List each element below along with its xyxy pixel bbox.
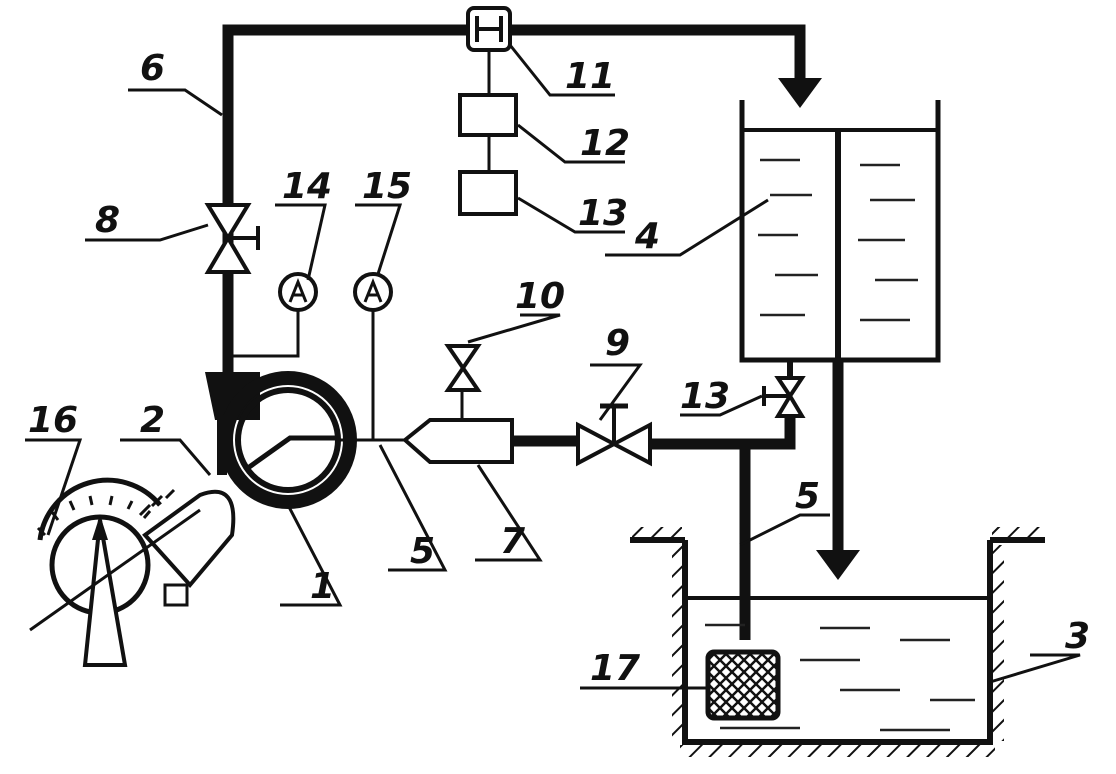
label-13-valve: 13: [680, 376, 730, 417]
gate-valve: [576, 403, 652, 467]
label-4: 4: [634, 216, 660, 257]
label-11: 11: [565, 56, 615, 97]
label-12: 12: [580, 123, 630, 164]
label-10: 10: [515, 276, 565, 317]
label-5-riser: 5: [795, 476, 820, 517]
label-16: 16: [28, 400, 78, 441]
recorder-box: [458, 170, 518, 216]
sump-tank: [630, 527, 1045, 757]
label-13-recorder: 13: [578, 193, 628, 234]
suction-pipe: [340, 390, 514, 464]
label-15: 15: [362, 166, 412, 207]
label-5-suction: 5: [410, 531, 435, 572]
discharge-valve: [204, 203, 260, 274]
flow-arrow-to-tank: [778, 78, 822, 108]
vacuum-gauge: [353, 272, 393, 440]
label-14: 14: [282, 166, 332, 207]
flowmeter: [466, 6, 512, 95]
flow-arrow-to-sump: [816, 550, 860, 580]
converter-box: [458, 93, 518, 137]
pump: [205, 371, 357, 509]
label-9: 9: [605, 323, 630, 364]
air-valve: [444, 344, 482, 392]
label-2: 2: [140, 400, 165, 441]
label-leaders: [25, 44, 1081, 690]
measuring-tank: [739, 100, 941, 580]
tank-outlet-valve: [762, 362, 806, 418]
label-6: 6: [140, 48, 165, 89]
label-1: 1: [310, 566, 335, 607]
label-3: 3: [1065, 616, 1090, 657]
motor: [138, 488, 236, 607]
tachometer: [29, 477, 201, 667]
label-8: 8: [95, 200, 120, 241]
discharge-pipe: [222, 24, 822, 420]
label-17: 17: [590, 648, 640, 689]
label-7: 7: [500, 521, 525, 562]
suction-tee-pipe: [650, 418, 796, 450]
suction-strainer: [705, 649, 781, 721]
pressure-gauge: [228, 272, 318, 358]
